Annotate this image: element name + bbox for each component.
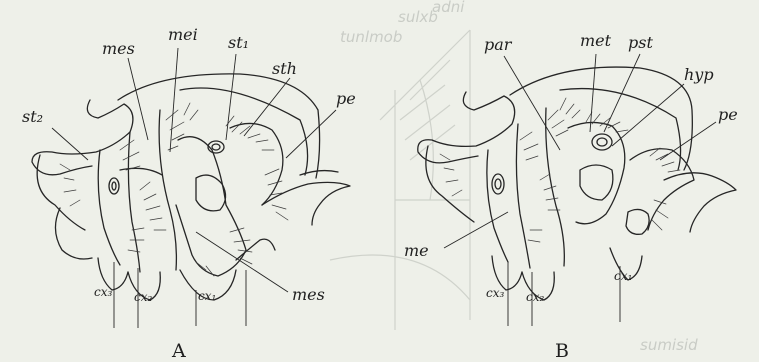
label-met: met (580, 31, 612, 50)
label-pst: pst (628, 33, 653, 52)
figure-b-dorsum (510, 67, 692, 170)
leader-pe-a (286, 110, 336, 158)
label-st2: st₂ (22, 107, 43, 126)
bleed-through-layer: sulxb adni tunlmob sumisid (330, 0, 698, 354)
label-par: par (484, 35, 513, 54)
label-cx1-a: cx₁ (198, 289, 216, 303)
label-pe-a: pe (336, 89, 356, 108)
label-mes-top: mes (102, 39, 135, 58)
figure-b: par met pst hyp pe me cx₃ cx₂ cx₁ B (404, 31, 738, 362)
label-cx1-b: cx₁ (614, 269, 632, 283)
label-cx2-b: cx₂ (526, 290, 544, 304)
bleed-text-2: adni (432, 0, 465, 16)
label-cx3-a: cx₃ (94, 285, 112, 299)
leader-pe-b (660, 122, 716, 160)
bleed-text-4: sumisid (640, 336, 698, 354)
leader-st2 (52, 128, 88, 160)
label-mei: mei (168, 25, 198, 44)
label-hyp: hyp (684, 65, 714, 84)
label-pe-b: pe (718, 105, 738, 124)
leader-me (444, 212, 508, 248)
bleed-text-3: tunlmob (340, 28, 402, 46)
leader-mei (170, 48, 178, 152)
figure-a: st₂ mes mei st₁ sth pe mes cx₃ cx₂ cx₁ A (22, 25, 356, 362)
label-sth: sth (272, 59, 297, 78)
label-cx2-a: cx₂ (134, 290, 152, 304)
label-cx3-b: cx₃ (486, 286, 504, 300)
leader-pst (604, 54, 640, 132)
label-me: me (404, 241, 429, 260)
label-mes-bottom: mes (292, 285, 325, 304)
label-st1: st₁ (228, 33, 249, 52)
caption-a: A (171, 340, 186, 362)
caption-b: B (555, 340, 569, 362)
